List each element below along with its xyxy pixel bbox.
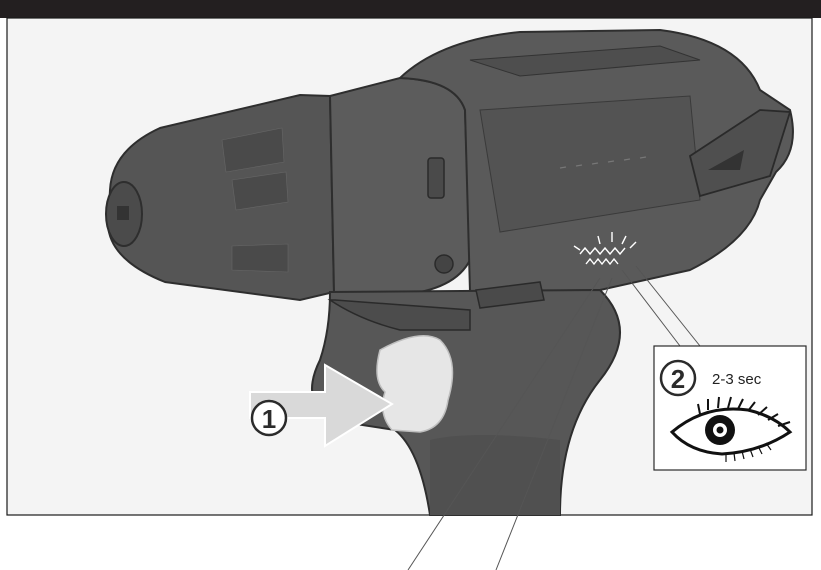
collar-screw-bottom: [434, 254, 454, 274]
vent-slots: [559, 156, 647, 169]
housing-side-panel: [479, 95, 701, 233]
collar-selector: [427, 157, 445, 199]
step-1-number: 1: [262, 404, 276, 434]
eye-icon: [669, 396, 793, 462]
direction-switch: [475, 281, 545, 309]
chuck-knurl-mid: [231, 171, 289, 211]
housing-top-ridge: [469, 45, 701, 77]
chuck-knurl-top: [221, 127, 285, 173]
led-flash-icon: [573, 232, 637, 266]
drill-tool: [105, 28, 794, 516]
step-2-callout: 2 2-3 sec: [653, 345, 807, 471]
chuck-knurl-low: [231, 243, 289, 273]
step-2-badge: [659, 359, 697, 397]
chuck-bit-hole: [117, 206, 129, 220]
step-2-duration: 2-3 sec: [712, 371, 762, 388]
step-1-marker: 1: [249, 363, 394, 448]
step-2-number: 2: [671, 364, 685, 394]
header-bar: [0, 0, 821, 18]
trigger-guard: [327, 299, 471, 331]
handle-lower-dark: [430, 435, 560, 515]
trigger: [376, 335, 454, 433]
step-1-badge: [250, 399, 288, 437]
callout-lines: [407, 265, 701, 570]
rear-clip-slot: [708, 150, 744, 170]
